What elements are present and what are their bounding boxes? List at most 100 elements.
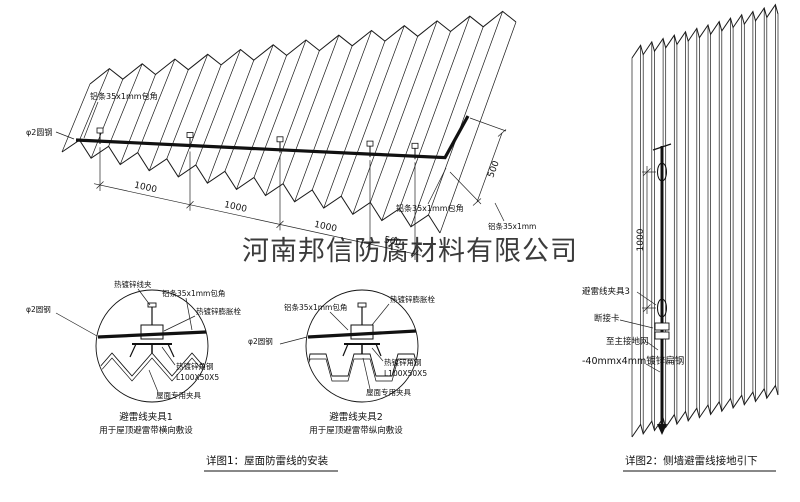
clamp2-label-roof-fixture: 屋面专用夹具	[366, 387, 411, 397]
clamp2-label-expansion-bolt: 热镀锌膨胀栓	[390, 294, 435, 304]
clamp1-detail-view: 热镀锌线夹 铝条35x1mm包角 热镀锌膨胀栓 φ2圆钢 热镀锌角钢 L100X…	[26, 279, 241, 436]
corrugation-line	[61, 139, 441, 234]
clamp1-label-expansion-bolt: 热镀锌膨胀栓	[196, 306, 241, 316]
corrugation-profile	[307, 358, 417, 382]
leader-line	[329, 311, 349, 331]
clamp1-label-round-steel: φ2圆钢	[26, 304, 51, 314]
clamp1-label-angle-spec: L100X50X5	[176, 373, 219, 382]
fixture-jaw	[375, 343, 382, 357]
wall-label-flat-steel: -40mmx4mm镀锌扁钢	[582, 355, 684, 367]
corrugation-line	[61, 83, 91, 153]
clamp2-label-round-steel: φ2圆钢	[248, 336, 273, 346]
leader-line	[148, 369, 159, 393]
leader-line	[427, 167, 447, 205]
lightning-wire	[75, 115, 470, 160]
dim-tick	[643, 304, 651, 312]
dim-tick	[186, 200, 194, 209]
clamp1-title: 避雷线夹具1	[119, 411, 173, 423]
dimension-line	[93, 183, 422, 256]
leader-line	[137, 288, 151, 306]
extension-line	[469, 117, 507, 132]
dim-label-500: 500	[383, 235, 402, 248]
clamp2-subtitle: 用于屋顶避雷带纵向敷设	[309, 425, 403, 436]
leader-line	[494, 202, 505, 222]
corrugation-line	[282, 35, 340, 184]
clamp-mark	[186, 132, 194, 138]
wall-dim-label-1000: 1000	[636, 228, 646, 251]
wire-support-clamps	[96, 127, 419, 160]
roof-label-round-steel: φ2圆钢	[26, 127, 52, 137]
leader-line	[646, 341, 659, 351]
corrugation-line	[294, 45, 353, 202]
clamp1-label-alu-strip: 铝条35x1mm包角	[162, 288, 225, 298]
corrugation-line	[631, 3, 779, 59]
clamp1-label-roof-fixture: 屋面专用夹具	[156, 390, 201, 400]
clamp2-detail-view: 铝条35x1mm包角 热镀锌膨胀栓 φ2圆钢 热镀锌角钢 L100X50X5 屋…	[248, 289, 435, 436]
dim-label-1000: 1000	[223, 200, 248, 215]
dim-tick	[643, 168, 651, 176]
round-steel-bar	[307, 329, 417, 339]
corrugation-line	[236, 55, 287, 190]
leader-line	[55, 131, 75, 140]
detail-circle	[95, 289, 209, 403]
dim-tick	[411, 250, 419, 258]
dim-tick	[497, 129, 507, 137]
leader-line	[161, 346, 176, 366]
leader-line	[279, 336, 308, 345]
leader-line	[55, 312, 98, 337]
corrugation-line	[89, 10, 517, 85]
clamp1-subtitle: 用于屋顶避雷带横向敷设	[99, 425, 193, 436]
corrugation-line	[265, 50, 320, 196]
corrugation-line	[253, 39, 307, 178]
corrugation-line	[119, 74, 156, 165]
dimension-line	[476, 132, 503, 203]
wire-top-tick	[652, 143, 672, 151]
clamp1-label-wire-clamp: 热镀锌线夹	[114, 279, 152, 289]
clamp-mark	[411, 142, 419, 149]
clamp2-label-angle-spec: L100X50X5	[384, 369, 427, 378]
leader-line	[636, 291, 657, 306]
wall-clamp-mark	[657, 298, 667, 318]
leader-line	[645, 363, 661, 373]
corrugation-line	[311, 30, 372, 191]
clamp2-label-alu-strip: 铝条35x1mm包角	[284, 302, 347, 312]
corrugation-profile	[97, 357, 207, 382]
clamp-mark	[366, 140, 374, 147]
leader-line	[185, 297, 193, 331]
wire-clamp-body	[140, 324, 164, 340]
fixture-jaw	[342, 343, 349, 357]
wall-section-view: 1000 避雷线夹具3 断接卡 至主接地网 -40mmx4mm镀锌扁钢	[582, 3, 779, 438]
fixture-jaw	[129, 343, 137, 358]
wall-clamp-mark	[657, 162, 667, 182]
roof-corrugations	[61, 10, 517, 234]
corrugation-line	[79, 68, 110, 141]
corrugation-line	[90, 79, 124, 159]
wall-label-disconnect-card: 断接卡	[594, 313, 620, 324]
leader-line	[163, 315, 196, 332]
detail-circle	[305, 289, 419, 403]
clamp2-label-angle-steel: 热镀锌角钢	[384, 357, 422, 367]
clamp-mark	[276, 136, 284, 143]
corrugation-line	[381, 31, 451, 221]
round-steel-bar	[97, 330, 207, 339]
corrugation-line	[108, 63, 143, 147]
corrugation-line	[166, 54, 209, 159]
corrugation-line	[410, 26, 484, 227]
roof-isometric-view: 1000 1000 1000 500 500 铝条35x1mm包角 φ2圆钢 铝…	[26, 10, 536, 260]
corrugation-line	[224, 44, 274, 172]
corrugation-line	[137, 58, 176, 153]
dim-label-1000: 1000	[313, 220, 338, 235]
corrugation-line	[369, 20, 438, 203]
corrugation-line	[177, 64, 222, 178]
company-watermark: 河南邦信防腐材料有限公司	[242, 236, 578, 267]
clamp2-title: 避雷线夹具2	[329, 411, 383, 423]
fixture-jaw	[167, 343, 175, 358]
leader-line	[362, 357, 371, 390]
roof-label-alu-strip-top: 铝条35x1mm包角	[90, 91, 158, 101]
roof-label-alu-strip-right: 铝条35x1mm	[488, 221, 536, 231]
disconnect-card-symbol	[654, 331, 670, 340]
clamp-mark	[96, 127, 104, 134]
roof-label-alu-strip-bottom: 铝条35x1mm包角	[396, 203, 464, 213]
leader-line	[619, 319, 654, 329]
